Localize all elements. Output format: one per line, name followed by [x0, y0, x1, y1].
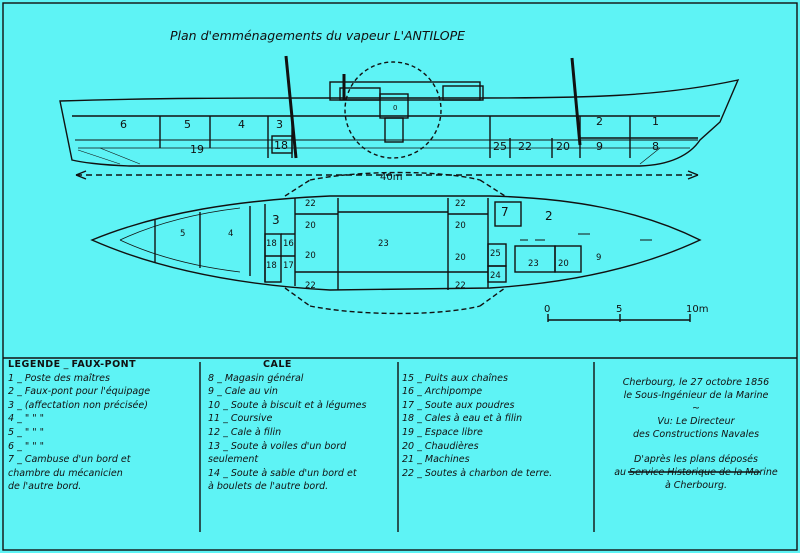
scale-label-10: 10m: [686, 304, 708, 315]
credit-line-director: des Constructions Navales: [632, 429, 760, 440]
length-label: 40m: [380, 172, 402, 183]
legend-entry: 3 _ (affectation non précisée): [8, 399, 148, 411]
legend-entry: 10 _ Soute à biscuit et à légumes: [208, 399, 367, 411]
legend-entry: 7 _ Cambuse d'un bord et: [8, 454, 131, 466]
deck-compartment-number: 3: [272, 213, 280, 227]
legend-entry: de l'autre bord.: [8, 481, 82, 493]
legend-entry: 20 _ Chaudières: [402, 440, 479, 452]
deck-compartment-number: 24: [490, 271, 501, 281]
legend-entry: 15 _ Puits aux chaînes: [402, 372, 508, 384]
legend-entry: 5 _ " " ": [8, 426, 44, 438]
deck-compartment-number: 20: [455, 253, 466, 263]
deck-compartment-number: 20: [305, 251, 316, 261]
deck-compartment-number: 23: [528, 259, 539, 269]
profile-compartment-number: 6: [120, 118, 127, 131]
legend-entry: 14 _ Soute à sable d'un bord et: [208, 467, 357, 479]
legend-entry: chambre du mécanicien: [8, 467, 123, 479]
credit-line-source2: au Service Historique de la Marine: [614, 467, 778, 478]
legend-list-faux-pont: 1 _ Poste des maîtres 2 _ Faux-pont pour …: [8, 372, 150, 494]
deck-compartment-number: 22: [305, 281, 316, 291]
legend-entry: 11 _ Coursive: [208, 413, 273, 425]
credit-line-vu: Vu: Le Directeur: [657, 416, 735, 427]
cale-heading: CALE: [263, 359, 292, 370]
profile-compartment-number: 4: [238, 118, 245, 131]
profile-compartment-number: 9: [596, 140, 603, 153]
credit-line-date: Cherbourg, le 27 octobre 1856: [622, 377, 770, 388]
deck-compartment-number: 20: [305, 221, 316, 231]
legend-column-faux-pont: LEGENDE _ FAUX-PONT 1 _ Poste des maître…: [8, 359, 151, 494]
legend-entry: 9 _ Cale au vin: [208, 386, 278, 398]
deck-compartment-number: 7: [501, 205, 509, 219]
signature-block: Cherbourg, le 27 octobre 1856 le Sous-In…: [600, 376, 792, 492]
profile-compartment-number: 8: [652, 140, 659, 153]
scale-label-0: 0: [544, 304, 550, 315]
legend-entry: à boulets de l'autre bord.: [208, 481, 329, 493]
scale-bar: [547, 314, 691, 322]
profile-compartment-number: 19: [190, 143, 204, 156]
profile-compartment-number: 22: [518, 140, 532, 153]
profile-compartment-number: 5: [184, 118, 191, 131]
deck-compartment-number: 5: [180, 229, 185, 239]
legend-entry: 8 _ Magasin général: [208, 372, 304, 384]
deck-compartment-number: 17: [283, 261, 294, 271]
profile-compartment-number: 3: [276, 118, 283, 131]
credit-line-separator: ~: [692, 403, 700, 414]
legend-entry: seulement: [208, 454, 259, 466]
profile-compartment-number: 0: [393, 104, 397, 112]
deck-hull-outline: [90, 195, 702, 291]
legend-entry: 21 _ Machines: [402, 454, 470, 466]
legend-entry: 19 _ Espace libre: [402, 426, 483, 438]
faux-pont-heading: FAUX-PONT: [71, 359, 137, 370]
deck-compartment-number: 22: [305, 199, 316, 209]
deck-compartment-number: 4: [228, 229, 233, 239]
deck-compartment-number: 18: [266, 239, 277, 249]
credit-line-source3: à Cherbourg.: [664, 480, 728, 491]
scale-label-5: 5: [616, 304, 622, 315]
legend-entry: 18 _ Cales à eau et à filin: [402, 413, 523, 425]
legend-heading: LEGENDE: [8, 359, 61, 370]
deck-compartment-number: 9: [596, 253, 601, 263]
deck-compartment-number: 23: [378, 239, 389, 249]
profile-compartment-number: 2: [596, 115, 603, 128]
deck-compartment-number: 22: [455, 199, 466, 209]
credit-line-engineer: le Sous-Ingénieur de la Marine: [623, 390, 769, 401]
plan-title: Plan d'emménagements du vapeur L'ANTILOP…: [170, 28, 465, 43]
deck-compartment-number: 18: [266, 261, 277, 271]
deck-compartment-number: 25: [490, 249, 501, 259]
paddle-wheel-outline: [344, 61, 442, 159]
deck-plan-view: [90, 171, 702, 315]
legend-entry: 17 _ Soute aux poudres: [402, 399, 515, 411]
deck-compartment-labels: 5 4 3 22 22 20 20 23 20 20 22 22 18 16 18 17 7 2 25 24 23 20 9: [180, 199, 601, 291]
legend-entry: 13 _ Soute à voiles d'un bord: [208, 440, 347, 452]
legend-entry: 12 _ Cale à filin: [208, 426, 282, 438]
legend-entry: 4 _ " " ": [8, 413, 44, 425]
deck-compartment-number: 20: [558, 259, 569, 269]
profile-compartment-number: 25: [493, 140, 507, 153]
profile-compartment-number: 20: [556, 140, 570, 153]
legend-entry: 1 _ Poste des maîtres: [8, 372, 110, 384]
profile-compartment-number: 1: [652, 115, 659, 128]
legend-frame: [3, 357, 797, 532]
profile-view: [59, 55, 740, 180]
legend-entry: 16 _ Archipompe: [402, 386, 483, 398]
profile-hull: [59, 79, 740, 167]
profile-compartment-number: 18: [274, 139, 288, 152]
credit-line-source1: D'après les plans déposés: [634, 454, 758, 465]
deck-compartment-number: 16: [283, 239, 294, 249]
legend-entry: 6 _ " " ": [8, 440, 44, 452]
legend-entry: 2 _ Faux-pont pour l'équipage: [8, 386, 151, 398]
legend-entry: 22 _ Soutes à charbon de terre.: [402, 467, 553, 479]
deck-compartment-number: 20: [455, 221, 466, 231]
deck-compartment-number: 22: [455, 281, 466, 291]
deck-compartment-number: 2: [545, 209, 553, 223]
